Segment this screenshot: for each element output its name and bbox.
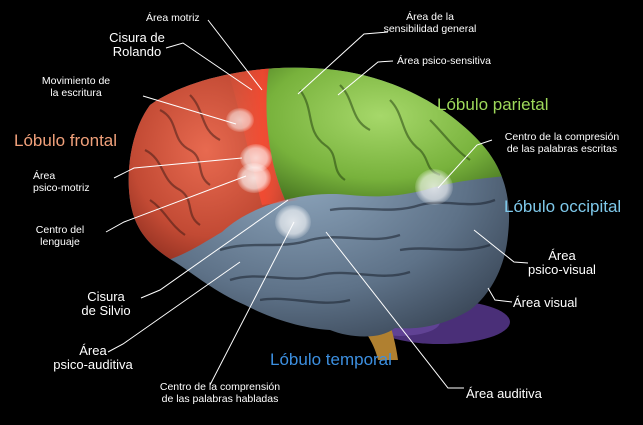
leader-cisura-rolando (165, 42, 253, 91)
label-area-sensibilidad-line1: Área de la (406, 11, 454, 23)
leader-centro-lenguaje (105, 175, 247, 233)
label-centro-palabras-escritas-line2: de las palabras escritas (506, 143, 618, 155)
label-area-psico-motriz-line1: Área (33, 170, 56, 182)
label-area-psico-auditiva: Área psico-auditiva (38, 344, 148, 372)
label-area-sensibilidad: Área de la sensibilidad general (360, 11, 500, 35)
label-cisura-silvio-line2: de Silvio (81, 303, 131, 318)
label-area-psico-motriz-line2: psico-motriz (33, 182, 90, 194)
temporal-gyri (219, 198, 496, 304)
temporal-lobe-title: Lóbulo temporal (270, 350, 392, 369)
leader-area-auditiva (325, 231, 464, 389)
label-area-psico-visual-line2: psico-visual (528, 262, 596, 277)
label-cisura-silvio: Cisura de Silvio (68, 290, 144, 318)
label-movimiento-escritura-line1: Movimiento de (41, 75, 111, 87)
leader-palabras-habladas (209, 221, 295, 386)
label-centro-lenguaje-line1: Centro del (35, 224, 85, 236)
leader-area-visual (487, 287, 513, 303)
label-area-psico-visual: Área psico-visual (512, 249, 612, 277)
spot-movimiento-escritura (226, 108, 254, 132)
leader-area-motriz (207, 19, 263, 91)
leader-psico-visual (473, 229, 529, 264)
spot-palabras-escritas (415, 169, 453, 205)
leader-psico-sensitiva (337, 60, 394, 96)
label-centro-lenguaje-line2: lenguaje (40, 236, 80, 248)
frontal-lobe-title: Lóbulo frontal (14, 131, 118, 150)
label-area-visual: Área visual (513, 295, 578, 310)
label-area-motriz: Área motriz (146, 12, 200, 24)
label-movimiento-escritura-line2: la escritura (50, 87, 102, 99)
label-centro-palabras-habladas-line1: Centro de la comprensión (159, 381, 281, 393)
label-movimiento-escritura: Movimiento de la escritura (8, 75, 144, 99)
label-centro-lenguaje: Centro del lenguaje (15, 224, 105, 248)
label-centro-palabras-escritas-line1: Centro de la compresión (504, 131, 620, 143)
label-cisura-rolando-line2: Rolando (112, 44, 162, 59)
leader-psico-auditiva (107, 261, 241, 353)
label-area-psico-auditiva-line1: Área (79, 343, 107, 358)
leader-movimiento-escritura (142, 95, 237, 125)
leader-cisura-silvio (140, 199, 289, 299)
occipital-lobe-title: Lóbulo occipital (504, 197, 622, 216)
spot-palabras-habladas (275, 205, 311, 239)
parietal-lobe-title: Lóbulo parietal (437, 95, 549, 114)
leader-lines (105, 19, 529, 389)
label-area-auditiva: Área auditiva (466, 386, 542, 401)
label-area-sensibilidad-line2: sensibilidad general (383, 23, 477, 35)
label-area-psico-sensitiva: Área psico-sensitiva (397, 55, 491, 67)
label-cisura-rolando: Cisura de Rolando (102, 31, 172, 59)
label-cisura-rolando-line1: Cisura de (109, 30, 165, 45)
label-centro-palabras-escritas: Centro de la compresión de las palabras … (487, 131, 637, 155)
label-centro-palabras-habladas: Centro de la comprensión de las palabras… (140, 381, 300, 405)
label-cisura-silvio-line1: Cisura (87, 289, 125, 304)
frontal-gyri (144, 94, 221, 236)
label-area-psico-visual-line1: Área (548, 248, 576, 263)
spot-centro-lenguaje (237, 163, 271, 193)
label-area-psico-auditiva-line2: psico-auditiva (53, 357, 133, 372)
label-centro-palabras-habladas-line2: de las palabras habladas (161, 393, 279, 405)
leader-psico-motriz (113, 157, 243, 179)
label-area-psico-motriz: Área psico-motriz (33, 170, 90, 194)
leader-sensibilidad (297, 31, 389, 95)
leader-palabras-escritas (437, 139, 493, 189)
